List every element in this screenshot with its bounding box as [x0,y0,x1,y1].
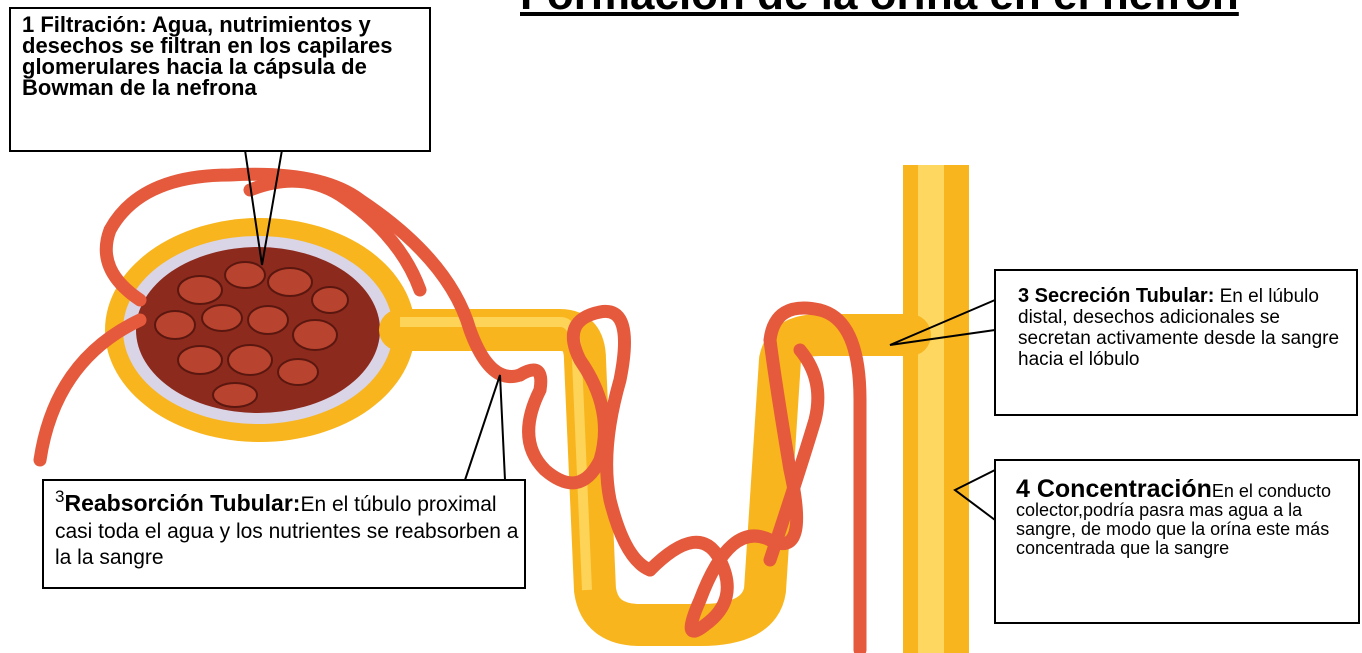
reabsorption-number: 3 [55,487,64,506]
callout-concentration: 4 ConcentraciónEn el conducto colector,p… [1016,480,1361,558]
reabsorption-heading: Reabsorción Tubular: [64,490,300,516]
callout-secretion: 3 Secreción Tubular: En el lúbulo distal… [1018,286,1348,370]
callout-filtration: 1 Filtración: Agua, nutrimientos y desec… [22,14,402,98]
filtration-text: 1 Filtración: Agua, nutrimientos y desec… [22,12,393,100]
secretion-heading: 3 Secreción Tubular: [1018,285,1214,307]
page-title: Formación de la orina en el nefrón [520,0,1239,20]
collecting-duct [903,165,969,653]
concentration-heading: 4 Concentración [1016,475,1212,503]
callout-reabsorption: 3Reabsorción Tubular:En el túbulo proxim… [55,490,525,571]
